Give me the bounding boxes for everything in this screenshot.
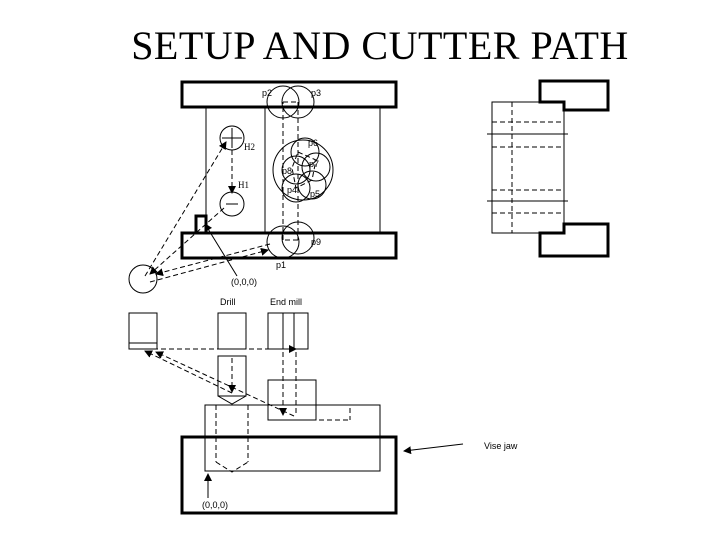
- pocket-outline: [272, 139, 334, 201]
- side-workpiece: [491, 101, 565, 234]
- origin-pointer-top: [204, 223, 238, 277]
- tool-circle-p4: [281, 173, 311, 203]
- tool-circle-p7: [301, 152, 331, 182]
- label-p2: p2: [262, 88, 272, 98]
- slide-title: SETUP AND CUTTER PATH: [131, 23, 629, 68]
- label-p7: p7: [309, 159, 319, 169]
- side-lower-jaw: [538, 222, 610, 258]
- tool-home-circle: [128, 264, 158, 294]
- label-vise-jaw: Vise jaw: [484, 441, 518, 451]
- label-p5: p5: [310, 189, 320, 199]
- rapid-home-h2: [144, 141, 227, 277]
- tool-circle-p1: [266, 225, 300, 259]
- top-view: p2 p3 p6 p7 p8 p4 p5 p9 p1 H2 H1 (0,0,0): [128, 80, 398, 294]
- rapid-h1-home: [149, 207, 225, 275]
- drill-hole-bottom: [215, 461, 249, 473]
- tool-circle-p3: [281, 85, 315, 119]
- workpiece-top: [205, 106, 381, 234]
- side-view: [487, 79, 610, 258]
- drill-feed: [217, 355, 247, 397]
- drill-holder: [217, 312, 247, 350]
- front-rapid-drill-origin: [144, 350, 233, 394]
- label-p3: p3: [311, 88, 321, 98]
- pocket-path: [291, 151, 317, 189]
- tool-circle-p6: [290, 137, 320, 167]
- label-p1: p1: [276, 260, 286, 270]
- label-drill: Drill: [220, 297, 236, 307]
- label-p8: p8: [282, 166, 292, 176]
- front-rapid-end-mill-origin: [155, 351, 295, 417]
- label-origin-top: (0,0,0): [231, 277, 257, 287]
- tool-circle-p2: [266, 85, 300, 119]
- end-mill-holder: [267, 312, 309, 350]
- label-end-mill: End mill: [270, 297, 302, 307]
- tool-circle-p9: [281, 221, 315, 255]
- label-h2: H2: [244, 142, 255, 152]
- label-origin-bottom: (0,0,0): [202, 500, 228, 510]
- end-mill-feed: [267, 379, 317, 421]
- label-p9: p9: [311, 237, 321, 247]
- rapid-home-p1: [149, 247, 269, 283]
- rapid-p1-home: [155, 243, 271, 277]
- drill-tip: [217, 395, 247, 405]
- label-p4: p4: [287, 185, 297, 195]
- tool-origin-box: [128, 312, 158, 350]
- label-p6: p6: [308, 138, 318, 148]
- upper-vise-jaw: [180, 80, 398, 109]
- workpiece-front: [204, 404, 381, 472]
- vise-jaw-pointer: [403, 443, 464, 455]
- front-view: Drill End mill (0,0,0) Vise jaw: [128, 297, 518, 515]
- label-h1: H1: [238, 180, 249, 190]
- corner-block: [194, 214, 208, 235]
- lower-vise-jaw: [180, 231, 398, 260]
- side-upper-jaw: [538, 79, 610, 112]
